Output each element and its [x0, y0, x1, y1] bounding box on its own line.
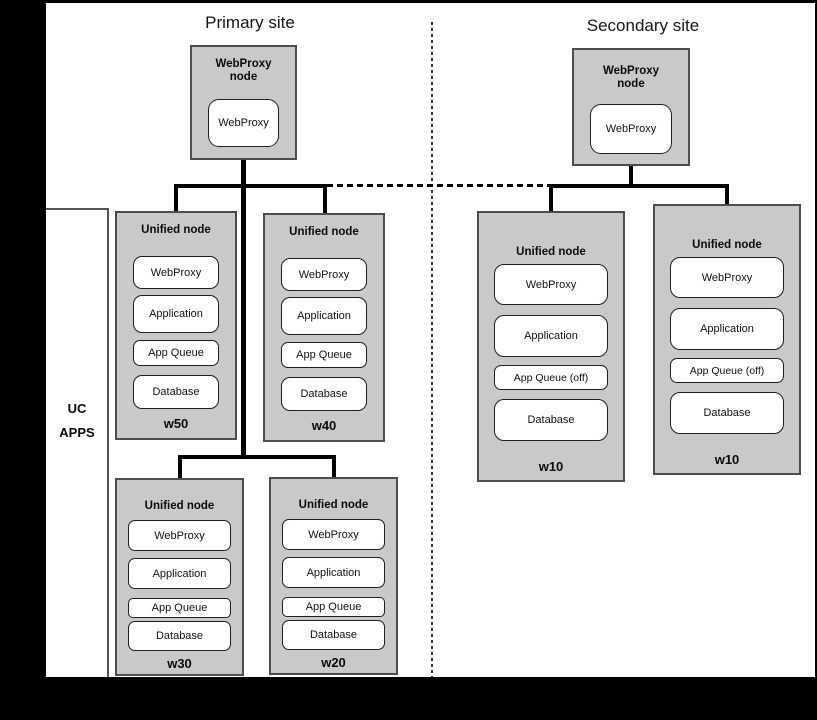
component-application: Application — [670, 308, 784, 350]
component-webproxy: WebProxy — [208, 99, 279, 147]
component-database: Database — [494, 399, 608, 441]
node-title: Unified node — [141, 224, 211, 236]
uc-apps-bracket-top-line — [46, 208, 108, 210]
node-title: Unified node — [298, 499, 369, 511]
component-app-queue: App Queue — [128, 598, 231, 618]
node-name: w10 — [538, 459, 564, 474]
primary-connector-bottom-line — [178, 455, 336, 459]
component-application: Application — [133, 295, 219, 333]
component-database: Database — [670, 392, 784, 434]
component-database: Database — [282, 620, 385, 650]
unified-node-w10-left: Unified node WebProxy Application App Qu… — [477, 211, 625, 482]
component-application: Application — [128, 558, 231, 589]
primary-proxy-trunk-line — [241, 158, 246, 187]
primary-branch-w30-line — [178, 455, 182, 479]
component-app-queue-off: App Queue (off) — [670, 358, 784, 383]
node-name: w30 — [167, 656, 192, 671]
node-title: WebProxy node — [602, 65, 660, 90]
unified-node-w10-right: Unified node WebProxy Application App Qu… — [653, 204, 801, 475]
component-database: Database — [133, 375, 219, 409]
component-webproxy: WebProxy — [133, 256, 219, 289]
unified-node-w20: Unified node WebProxy Application App Qu… — [269, 477, 398, 675]
component-database: Database — [281, 377, 367, 411]
node-title: WebProxy node — [215, 58, 272, 83]
primary-webproxy-node: WebProxy node WebProxy — [190, 45, 297, 160]
component-webproxy: WebProxy — [282, 519, 385, 550]
component-app-queue: App Queue — [282, 597, 385, 617]
component-application: Application — [281, 297, 367, 335]
component-webproxy: WebProxy — [494, 264, 608, 305]
component-application: Application — [282, 557, 385, 588]
secondary-proxy-trunk-line — [629, 164, 633, 186]
node-title: Unified node — [144, 500, 215, 512]
secondary-connector-line — [549, 184, 729, 188]
secondary-webproxy-node: WebProxy node WebProxy — [572, 48, 690, 166]
primary-branch-w20-line — [332, 455, 336, 479]
node-title: Unified node — [289, 226, 359, 238]
uc-apps-bracket-side-line — [107, 208, 109, 677]
uc-apps-label-line2: APPS — [59, 425, 95, 440]
component-app-queue: App Queue — [281, 342, 367, 368]
unified-node-w50: Unified node WebProxy Application App Qu… — [115, 211, 237, 440]
uc-apps-label-line1: UC — [67, 401, 87, 416]
unified-node-w40: Unified node WebProxy Application App Qu… — [263, 213, 385, 442]
primary-branch-w40-line — [323, 184, 327, 215]
inter-site-link-dashed-line — [327, 184, 551, 187]
node-name: w50 — [163, 416, 189, 431]
node-name: w40 — [311, 418, 337, 433]
node-title: Unified node — [692, 239, 762, 251]
primary-trunk-mid-line — [241, 184, 246, 459]
component-webproxy: WebProxy — [128, 520, 231, 551]
primary-connector-top-line — [174, 184, 327, 188]
unified-node-w30: Unified node WebProxy Application App Qu… — [115, 478, 244, 676]
component-database: Database — [128, 621, 231, 651]
node-title: Unified node — [516, 246, 586, 258]
site-divider-dashed-line — [431, 22, 433, 677]
primary-site-title: Primary site — [205, 13, 295, 32]
secondary-branch-left-line — [549, 184, 553, 212]
component-application: Application — [494, 315, 608, 357]
component-webproxy: WebProxy — [670, 257, 784, 298]
component-app-queue: App Queue — [133, 340, 219, 366]
component-app-queue-off: App Queue (off) — [494, 365, 608, 390]
node-name: w20 — [321, 655, 346, 670]
component-webproxy: WebProxy — [590, 104, 672, 154]
component-webproxy: WebProxy — [281, 258, 367, 291]
secondary-site-title: Secondary site — [586, 16, 700, 35]
secondary-branch-right-line — [725, 184, 729, 205]
primary-branch-w50-line — [174, 184, 178, 212]
node-name: w10 — [714, 452, 740, 467]
